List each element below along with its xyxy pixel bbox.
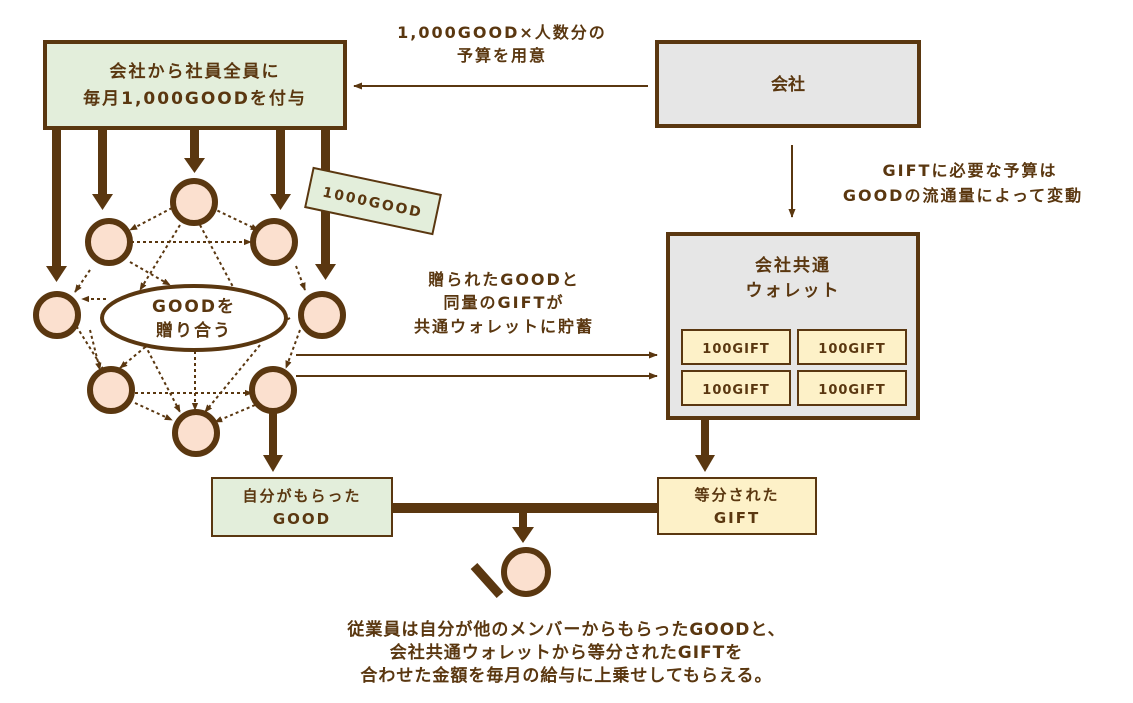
exchange-arrow — [89, 329, 102, 371]
exchange-arrow — [199, 224, 241, 301]
exchange-arrow — [295, 265, 306, 291]
gift-arrow-head — [695, 455, 715, 472]
own-good-line2: GOOD — [273, 510, 331, 528]
grant-arrow-head — [315, 264, 336, 280]
combine-arrow-head — [512, 527, 534, 543]
grant-arrow-shaft — [98, 128, 107, 196]
monthly-good-grant-line1: 会社から社員全員に — [110, 61, 281, 82]
exchange-arrow — [144, 344, 181, 413]
combine-bar — [392, 503, 658, 513]
monthly-good-grant-box — [43, 40, 347, 130]
wallet-arrow-label-line1: 贈られたGOODと — [428, 270, 580, 289]
employee-icon-body — [470, 562, 504, 599]
footer-line2: 会社共通ウォレットから等分されたGIFTを — [389, 643, 744, 663]
gift-chip-label: 100GIFT — [818, 342, 885, 357]
exchange-arrow — [285, 329, 301, 369]
gift-chip: 100GIFT — [681, 370, 791, 406]
exchange-arrow — [139, 224, 181, 291]
grant-arrow-head — [184, 158, 205, 173]
wallet-arrow-label-line2: 同量のGIFTが — [444, 293, 565, 312]
gift-budget-label-line1: GIFTに必要な予算は — [883, 161, 1058, 180]
company-label: 会社 — [771, 74, 805, 95]
gift-chip: 100GIFT — [797, 329, 907, 365]
own-good-arrow-head — [263, 455, 283, 472]
footer-line3: 合わせた金額を毎月の給与に上乗せしてもらえる。 — [360, 666, 773, 686]
gift-chip-label: 100GIFT — [702, 342, 769, 357]
grant-arrow-shaft — [276, 128, 285, 196]
gift-arrow-shaft — [701, 420, 709, 457]
own-good-box — [211, 477, 393, 537]
combine-arrow-shaft — [519, 513, 527, 529]
employee-node — [170, 178, 218, 226]
good-exchange-network — [69, 207, 306, 423]
employee-nodes — [33, 178, 346, 457]
exchange-arrow — [211, 207, 259, 231]
gift-chip-background — [797, 370, 907, 406]
gift-chip-label: 100GIFT — [818, 383, 885, 398]
grant-arrow-shaft — [190, 128, 199, 160]
wallet-arrow-label-line3: 共通ウォレットに貯蓄 — [414, 317, 594, 336]
monthly-good-grant-line2: 毎月1,000GOODを付与 — [83, 88, 307, 109]
shared-wallet-line2: ウォレット — [746, 281, 841, 301]
employee-icon-head — [501, 547, 551, 597]
grant-arrow-head — [270, 194, 291, 210]
own-good-line1: 自分がもらった — [242, 487, 361, 505]
split-gift-box — [657, 477, 817, 535]
employee-node — [250, 218, 298, 266]
employee-node — [33, 291, 81, 339]
employee-node — [172, 409, 220, 457]
split-gift-line2: GIFT — [714, 509, 760, 527]
exchange-bubble — [100, 284, 288, 352]
company-box — [655, 40, 921, 128]
employee-node — [249, 366, 297, 414]
budget-arrow-label-line1: 1,000GOOD×人数分の — [397, 23, 607, 42]
shared-wallet-line1: 会社共通 — [755, 255, 831, 276]
employee-node — [85, 218, 133, 266]
exchange-arrow — [129, 261, 171, 286]
gift-chip-label: 100GIFT — [702, 383, 769, 398]
exchange-arrow — [204, 344, 261, 413]
result-arrows — [263, 412, 715, 472]
exchange-arrow — [134, 402, 173, 421]
budget-arrow-label-line2: 予算を用意 — [457, 46, 547, 65]
split-gift-line1: 等分された — [694, 486, 779, 504]
grant-arrow-head — [92, 194, 113, 210]
gift-chip-background — [797, 329, 907, 365]
gift-chip: 100GIFT — [797, 370, 907, 406]
employee-node — [87, 366, 135, 414]
footer-line1: 従業員は自分が他のメンバーからもらったGOODと、 — [347, 620, 786, 640]
own-good-arrow-shaft — [269, 412, 277, 457]
employee-node — [298, 291, 346, 339]
exchange-arrow — [74, 269, 91, 293]
gift-chip-background — [681, 370, 791, 406]
gift-budget-label-line2: GOODの流通量によって変動 — [843, 186, 1083, 205]
good-card-background — [304, 166, 442, 236]
gift-chip-background — [681, 329, 791, 365]
grant-arrow-head — [46, 266, 67, 282]
employee-icon — [470, 547, 551, 599]
exchange-arrow — [214, 404, 256, 423]
grant-arrow-shaft — [52, 128, 61, 268]
exchange-bubble-line1: GOODを — [152, 297, 236, 317]
gift-chip: 100GIFT — [681, 329, 791, 365]
exchange-bubble-line2: 贈り合う — [156, 320, 232, 341]
footer-caption: 従業員は自分が他のメンバーからもらったGOODと、 会社共通ウォレットから等分さ… — [200, 619, 933, 688]
exchange-arrow — [129, 207, 173, 231]
